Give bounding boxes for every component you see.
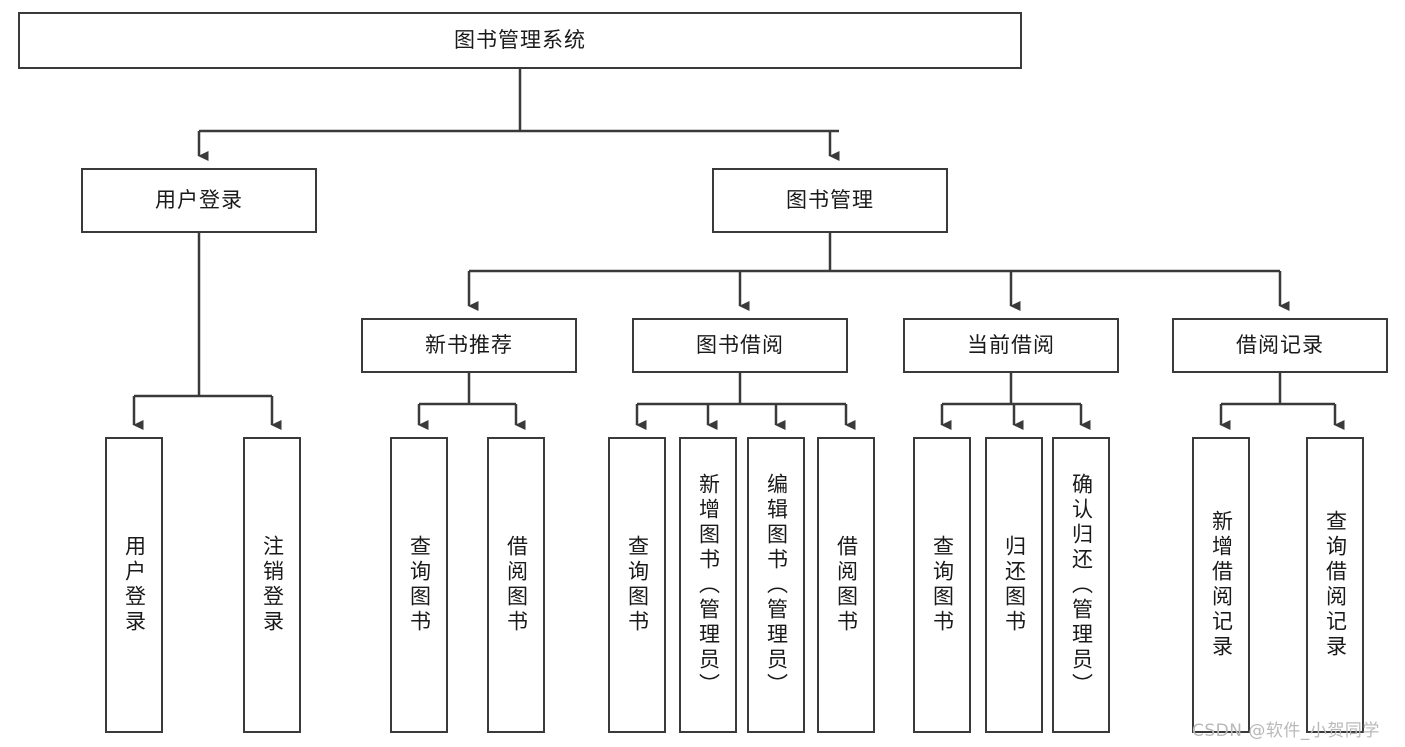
node-leaf-add-borrow-record-label: 新增借阅记录 [1209, 510, 1234, 660]
node-new-book-recommend[interactable]: 新书推荐 [361, 318, 577, 373]
node-user-login-label: 用户登录 [155, 188, 243, 213]
node-leaf-user-logout[interactable]: 注销登录 [243, 437, 301, 733]
node-leaf-query-borrow-record-label: 查询借阅记录 [1323, 510, 1348, 660]
node-leaf-user-login-label: 用户登录 [122, 535, 147, 635]
node-current-borrow-label: 当前借阅 [967, 333, 1055, 358]
node-borrow-record[interactable]: 借阅记录 [1172, 318, 1388, 373]
node-leaf-add-book-admin-label: 新增图书（管理员） [696, 472, 721, 698]
node-leaf-add-borrow-record[interactable]: 新增借阅记录 [1192, 437, 1250, 733]
csdn-watermark: CSDN @软件_小贺同学 [1192, 721, 1380, 741]
node-leaf-query-book-cb[interactable]: 查询图书 [913, 437, 971, 733]
node-leaf-edit-book-admin[interactable]: 编辑图书（管理员） [747, 437, 805, 733]
node-root[interactable]: 图书管理系统 [18, 12, 1022, 69]
node-borrow-record-label: 借阅记录 [1236, 333, 1324, 358]
node-book-borrow-label: 图书借阅 [696, 333, 784, 358]
node-leaf-edit-book-admin-label: 编辑图书（管理员） [764, 472, 789, 698]
node-leaf-return-book-label: 归还图书 [1002, 535, 1027, 635]
node-leaf-query-book-cb-label: 查询图书 [930, 535, 955, 635]
node-leaf-add-book-admin[interactable]: 新增图书（管理员） [679, 437, 737, 733]
node-leaf-user-login[interactable]: 用户登录 [105, 437, 163, 733]
node-user-login[interactable]: 用户登录 [81, 168, 317, 233]
node-leaf-borrow-book-nb-label: 借阅图书 [504, 535, 529, 635]
node-book-borrow[interactable]: 图书借阅 [632, 318, 848, 373]
node-leaf-confirm-return[interactable]: 确认归还（管理员） [1052, 437, 1110, 733]
node-leaf-borrow-book-bb[interactable]: 借阅图书 [817, 437, 875, 733]
node-leaf-query-borrow-record[interactable]: 查询借阅记录 [1306, 437, 1364, 733]
node-leaf-return-book[interactable]: 归还图书 [985, 437, 1043, 733]
node-current-borrow[interactable]: 当前借阅 [903, 318, 1119, 373]
node-new-book-recommend-label: 新书推荐 [425, 333, 513, 358]
node-leaf-query-book-bb-label: 查询图书 [625, 535, 650, 635]
node-book-management-label: 图书管理 [786, 188, 874, 213]
node-leaf-borrow-book-nb[interactable]: 借阅图书 [487, 437, 545, 733]
node-leaf-query-book-nb-label: 查询图书 [407, 535, 432, 635]
node-leaf-query-book-bb[interactable]: 查询图书 [608, 437, 666, 733]
node-root-label: 图书管理系统 [454, 28, 586, 53]
node-book-management[interactable]: 图书管理 [712, 168, 948, 233]
node-leaf-borrow-book-bb-label: 借阅图书 [834, 535, 859, 635]
node-leaf-query-book-nb[interactable]: 查询图书 [390, 437, 448, 733]
node-leaf-confirm-return-label: 确认归还（管理员） [1069, 472, 1094, 698]
node-leaf-user-logout-label: 注销登录 [260, 535, 285, 635]
